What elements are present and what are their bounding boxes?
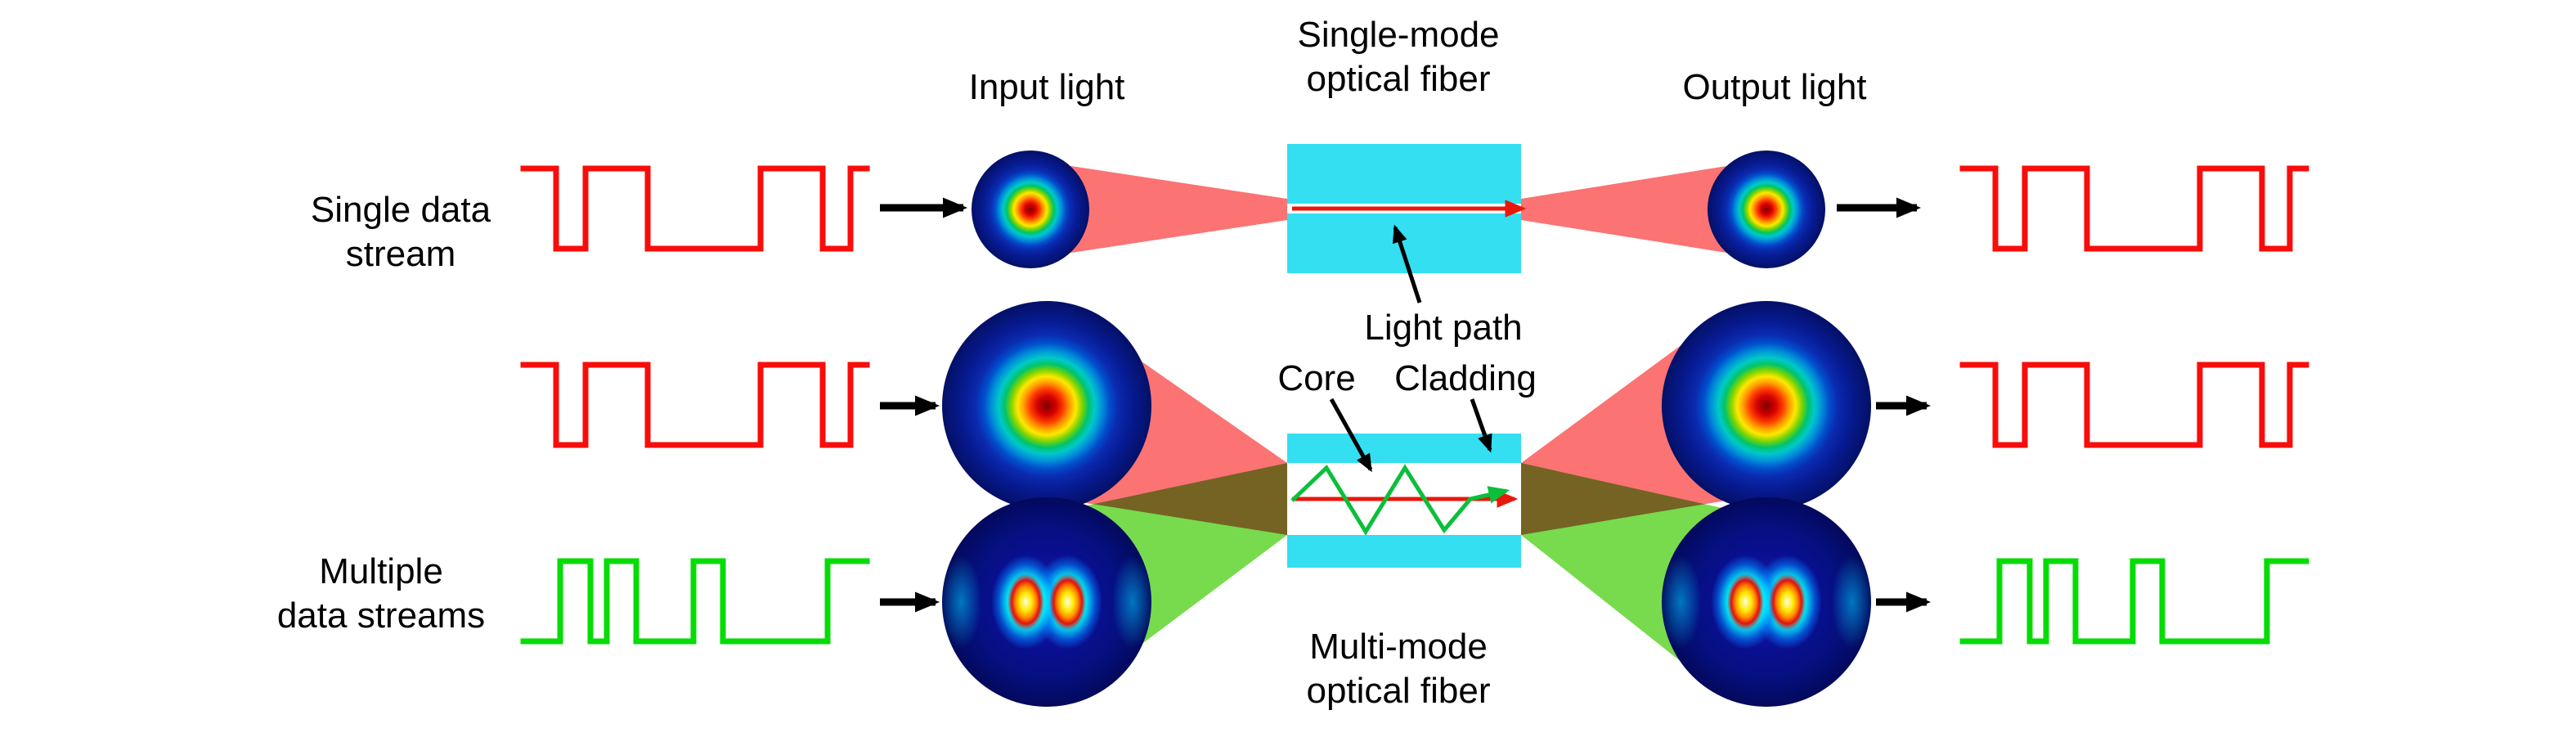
output-mode-profile-higher-order	[1662, 497, 1871, 707]
core-label: Core	[1277, 358, 1356, 398]
signal-wave-red-output-top	[1959, 165, 2309, 252]
signal-wave-red-input-middle	[520, 362, 870, 448]
output-light-label: Output light	[1682, 67, 1867, 107]
input-mode-profile-fundamental	[942, 301, 1151, 510]
single-data-stream-label: Single data stream	[310, 190, 491, 274]
light-path-group	[1290, 200, 1527, 536]
core-pointer-arrow	[1329, 398, 1373, 473]
multi-mode-fiber-label: Multi-mode optical fiber	[1306, 627, 1491, 711]
light-path-label: Light path	[1364, 308, 1523, 348]
input-mode-profile-single-mode	[972, 151, 1089, 268]
input-light-label: Input light	[968, 67, 1125, 107]
annotation-arrow-group	[1329, 224, 1492, 473]
output-mode-profile-fundamental	[1662, 301, 1871, 510]
signal-wave-red-input-top	[520, 165, 870, 252]
signal-wave-red-output-middle	[1959, 362, 2309, 448]
multi-mode-zigzag-light-path	[1290, 464, 1510, 536]
signal-wave-green-input-bottom	[520, 558, 870, 645]
flow-arrow-group	[880, 197, 1931, 613]
output-beam-single-mode	[1521, 164, 1742, 255]
input-beam-single-mode	[1055, 164, 1287, 255]
multiple-data-streams-label: Multiple data streams	[276, 551, 486, 636]
light-path-pointer-arrow	[1392, 224, 1422, 303]
single-mode-fiber-label: Single-mode optical fiber	[1297, 15, 1500, 99]
output-mode-profile-single-mode	[1708, 151, 1825, 268]
signal-wave-green-output-bottom	[1959, 558, 2309, 645]
cladding-pointer-arrow	[1470, 398, 1492, 453]
cladding-label: Cladding	[1394, 358, 1537, 398]
input-mode-profile-higher-order	[942, 497, 1151, 707]
signal-wave-group	[520, 165, 2309, 645]
